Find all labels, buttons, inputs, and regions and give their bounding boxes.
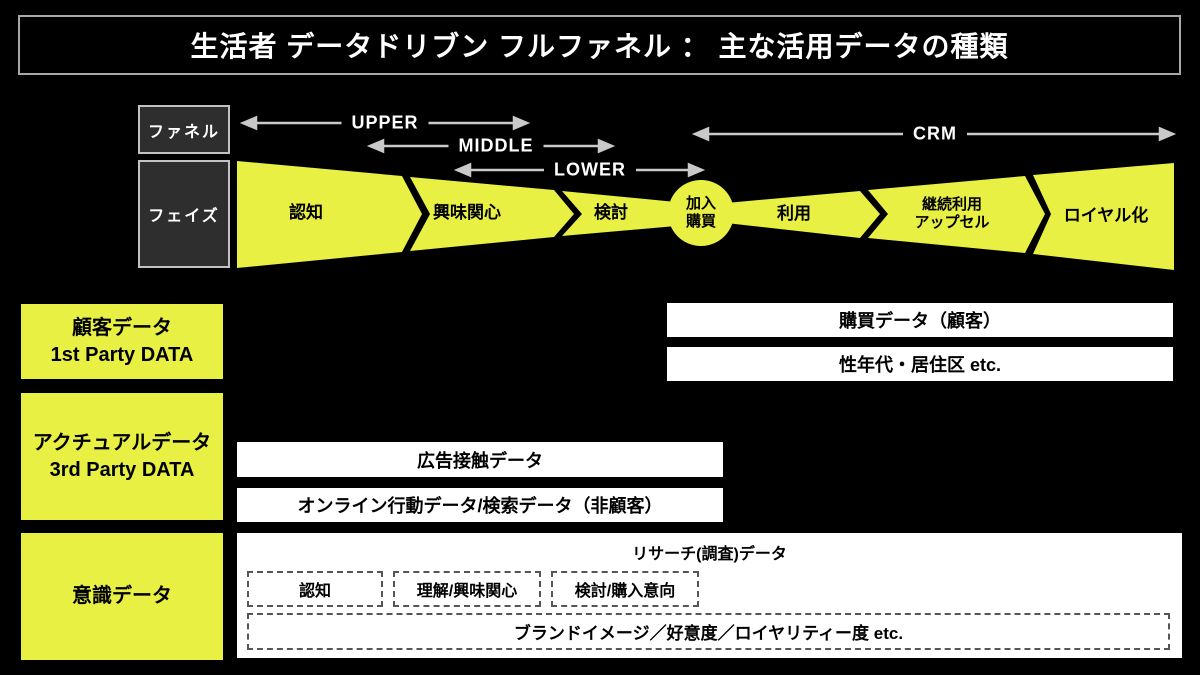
actual-data-label-line1: アクチュアルデータ	[32, 431, 212, 454]
segment-interest	[410, 177, 574, 251]
online-behavior-data-bar: オンライン行動データ/検索データ（非顧客）	[237, 488, 723, 522]
phase-awareness-label: 認知	[289, 202, 323, 222]
research-item-awareness: 認知	[247, 571, 383, 607]
middle-arrow-left-head	[366, 138, 385, 154]
attitudinal-data-label: 意識データ	[72, 585, 172, 607]
segment-awareness	[237, 161, 422, 268]
funnel-axis-label: ファネル	[147, 123, 220, 141]
attitudinal-data-box: 意識データ	[21, 533, 223, 660]
crm-arrow-label: CRM	[903, 123, 967, 145]
funnel-segments	[237, 161, 1174, 270]
phase-purchase-line2: 購買	[685, 213, 717, 230]
page-title: 生活者 データドリブン フルファネル ： 主な活用データの種類	[190, 31, 1009, 62]
lower-arrow-right-head	[687, 162, 706, 178]
phase-axis-box: フェイズ	[138, 160, 230, 268]
customer-data-label-line1: 顧客データ	[72, 316, 172, 339]
segment-loyalty	[1033, 163, 1174, 270]
phase-purchase-label: 加入 購買	[686, 195, 716, 231]
phase-axis-label: フェイズ	[148, 208, 220, 225]
phase-consideration-label: 検討	[594, 202, 628, 222]
segment-retention	[868, 176, 1045, 253]
segment-consideration	[562, 191, 676, 236]
research-panel: リサーチ(調査)データ 認知 理解/興味関心 検討/購入意向 ブランドイメージ／…	[237, 533, 1182, 658]
crm-arrow-left-head	[691, 126, 710, 142]
phase-loyalty-label: ロイヤル化	[1063, 205, 1149, 225]
lower-arrow-label: LOWER	[544, 159, 636, 181]
phase-interest-label: 興味関心	[433, 202, 501, 222]
phase-retention-label: 継続利用 アップセル	[914, 196, 989, 232]
demographics-data-bar: 性年代・居住区 etc.	[667, 347, 1173, 381]
segment-usage	[726, 191, 880, 238]
actual-data-label-line2: 3rd Party DATA	[49, 458, 195, 481]
phase-retention-line1: 継続利用	[921, 196, 983, 213]
brand-image-bar: ブランドイメージ／好意度／ロイヤリティー度 etc.	[247, 613, 1170, 650]
purchase-circle	[668, 180, 734, 246]
upper-arrow-label: UPPER	[341, 112, 429, 134]
customer-data-box: 顧客データ 1st Party DATA	[21, 304, 223, 379]
research-item-consideration: 検討/購入意向	[551, 571, 699, 607]
research-panel-title: リサーチ(調査)データ	[632, 546, 787, 563]
purchase-data-bar: 購買データ（顧客）	[667, 303, 1173, 337]
upper-arrow-right-head	[512, 115, 531, 131]
phase-usage-label: 利用	[777, 203, 811, 223]
middle-arrow-label: MIDDLE	[448, 135, 544, 157]
ad-contact-data-bar: 広告接触データ	[237, 442, 723, 477]
title-box: 生活者 データドリブン フルファネル ： 主な活用データの種類	[18, 15, 1181, 75]
lower-arrow-left-head	[453, 162, 472, 178]
customer-data-label-line2: 1st Party DATA	[50, 343, 194, 366]
funnel-axis-box: ファネル	[138, 105, 230, 154]
upper-arrow-left-head	[239, 115, 258, 131]
crm-arrow-right-head	[1158, 126, 1177, 142]
phase-purchase-line1: 加入	[685, 195, 717, 212]
research-item-understanding: 理解/興味関心	[393, 571, 541, 607]
middle-arrow-right-head	[597, 138, 616, 154]
actual-data-box: アクチュアルデータ 3rd Party DATA	[21, 393, 223, 520]
phase-retention-line2: アップセル	[914, 214, 990, 231]
